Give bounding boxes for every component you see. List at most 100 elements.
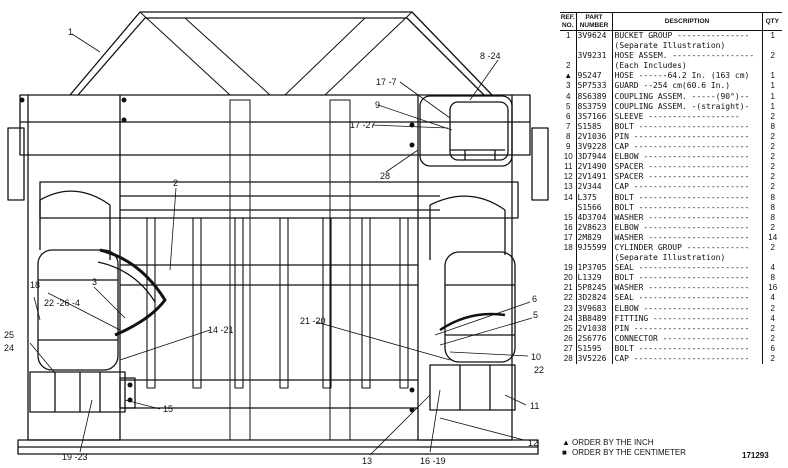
qty-cell: 8 xyxy=(761,212,782,223)
callout: 10 xyxy=(531,352,542,362)
part-number-cell: 9S247 xyxy=(575,71,612,82)
ref-no-cell: 18 xyxy=(563,242,573,252)
qty-cell: 8 xyxy=(761,273,782,284)
description-cell: (Each Includes) xyxy=(611,61,762,72)
description-cell: GUARD --254 cm(60.6 In.) xyxy=(611,81,762,92)
plate-number: 171293 xyxy=(742,451,769,460)
description-cell: BOLT ----------------------- xyxy=(611,121,762,132)
ref-no-cell: 21 xyxy=(563,283,573,293)
qty-cell: 1 xyxy=(761,101,782,112)
qty-cell: 4 xyxy=(761,263,782,274)
qty-cell: 8 xyxy=(761,202,782,213)
part-number-cell: 3S7166 xyxy=(575,111,612,122)
description-cell: BOLT ----------------------- xyxy=(611,202,762,213)
part-number-cell: 3D7944 xyxy=(575,152,612,163)
table-row: (Separate Illustration) xyxy=(560,41,782,52)
callout: 9 xyxy=(375,100,381,110)
description-cell: ELBOW ---------------------- xyxy=(611,303,762,314)
ref-no-cell xyxy=(560,51,576,61)
note-inch: ▲ORDER BY THE INCH xyxy=(562,438,786,448)
part-number-cell: 3V9683 xyxy=(575,303,612,314)
part-number-cell: 2V1491 xyxy=(575,172,612,183)
description-cell: HOSE ASSEM. ----------------- xyxy=(611,51,762,62)
description-cell: PIN ------------------------ xyxy=(611,131,762,143)
qty-cell: 2 xyxy=(761,354,782,365)
part-number-cell: 2V1490 xyxy=(575,162,612,173)
description-cell: WASHER --------------------- xyxy=(611,212,762,223)
description-cell: SPACER --------------------- xyxy=(611,172,762,183)
qty-cell xyxy=(761,253,782,264)
part-number-cell: L375 xyxy=(575,192,612,203)
callout: 21 -20 xyxy=(300,316,326,326)
ref-no-cell xyxy=(560,203,576,213)
qty-cell: 2 xyxy=(761,152,782,163)
description-cell: CAP ------------------------ xyxy=(611,182,762,193)
ref-no-cell xyxy=(560,41,576,51)
callout: 2 xyxy=(173,178,179,188)
description-cell: ELBOW ---------------------- xyxy=(611,222,762,233)
qty-cell: 2 xyxy=(761,182,782,193)
ref-no-cell: 11 xyxy=(564,162,573,172)
qty-cell: 1 xyxy=(761,91,782,102)
left-column xyxy=(27,95,121,441)
ref-no-cell: 4 xyxy=(566,91,571,101)
callout: 12 xyxy=(528,438,539,448)
part-number-cell: L1329 xyxy=(575,273,612,284)
description-header: DESCRIPTION xyxy=(611,12,762,31)
part-number-cell: 1P3705 xyxy=(575,263,612,274)
ref-no-cell: 7 xyxy=(566,121,571,131)
part-number-cell: 3D2824 xyxy=(575,293,612,304)
part-number-cell: 2S6776 xyxy=(575,333,612,344)
part-number-cell: 8S6389 xyxy=(575,91,612,102)
bucket-cylinder-assembly-drawing xyxy=(7,11,549,456)
callout: 5 xyxy=(533,310,539,320)
qty-cell: 2 xyxy=(761,131,782,143)
ref-no-cell: 26 xyxy=(563,333,573,343)
description-cell: COUPLING ASSEM. -(straight)- xyxy=(611,101,762,112)
part-number-cell: 8S3759 xyxy=(575,101,612,112)
part-number-cell: 2V1036 xyxy=(575,131,612,143)
callout: 18 xyxy=(30,280,41,290)
note-text: ORDER BY THE INCH xyxy=(572,438,654,447)
description-cell: SLEEVE ------------------- xyxy=(611,111,762,122)
part-number-cell: S1585 xyxy=(575,121,612,132)
qty-cell: 2 xyxy=(761,172,782,183)
ref-no-cell: 8 xyxy=(566,131,571,141)
description-cell: CAP ------------------------ xyxy=(611,142,762,153)
ref-no-cell: 10 xyxy=(563,152,573,162)
right-column xyxy=(417,95,513,441)
part-number-cell: 2V1038 xyxy=(575,323,612,334)
qty-cell: 2 xyxy=(761,162,782,173)
description-cell: CONNECTOR ------------------ xyxy=(611,333,762,344)
description-cell: CAP ------------------------ xyxy=(611,354,762,365)
part-number-cell: 9J5599 xyxy=(575,242,612,254)
part-number-cell: 3V9624 xyxy=(575,30,612,42)
part-number-cell: 4D3704 xyxy=(575,212,612,223)
qty-cell: 14 xyxy=(761,232,782,243)
callout: 15 xyxy=(163,404,174,414)
description-cell: BOLT ----------------------- xyxy=(611,192,762,203)
description-cell: (Separate Illustration) xyxy=(611,253,762,264)
callout: 8 -24 xyxy=(480,51,501,61)
hose xyxy=(99,248,167,337)
callout: 24 xyxy=(4,343,15,353)
